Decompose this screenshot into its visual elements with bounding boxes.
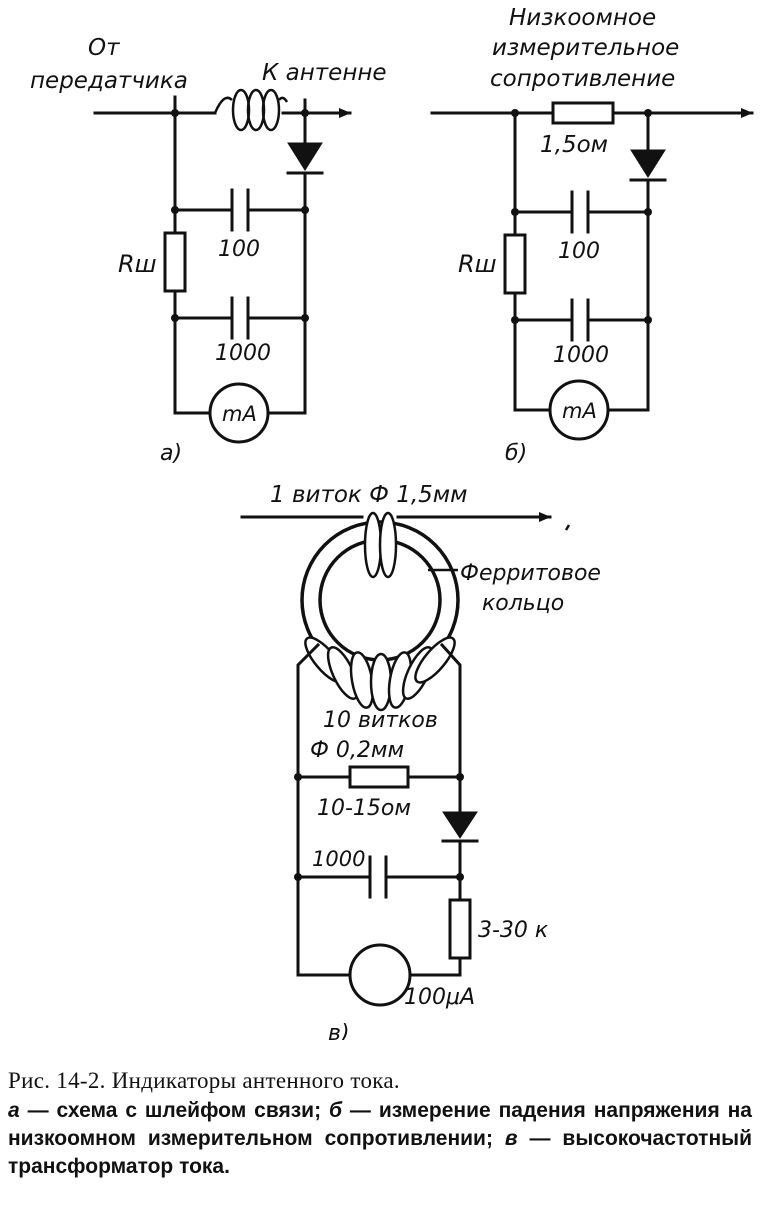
label-panel-a: а) — [160, 441, 182, 466]
shunt-resistor-b — [503, 233, 527, 295]
caption-desc-a: — схема с шлейфом связи; — [19, 1099, 329, 1122]
coupling-coil — [213, 88, 289, 132]
diagram-c: 1 виток Ф 1,5мм Ферритовое кольцо 10 вит… — [240, 482, 601, 1040]
circuit-diagrams: От передатчика К антенне Rш 100 1000 mA … — [30, 5, 754, 1040]
label-resistor-c: 10-15ом — [317, 796, 411, 821]
shunt-resistor-a — [163, 231, 187, 293]
label-primary-turn: 1 виток Ф 1,5мм — [270, 482, 468, 508]
milliammeter-b — [548, 379, 610, 441]
diagram-b: Низкоомное измерительное сопротивление 1… — [430, 5, 754, 466]
label-transmitter: передатчика — [30, 68, 188, 94]
label-cap2-a: 1000 — [215, 341, 271, 366]
microammeter-c — [348, 943, 412, 1007]
label-panel-c: в) — [328, 1021, 350, 1040]
label-to-antenna: К антенне — [262, 60, 387, 86]
label-resistor2-c: 3-30 к — [478, 918, 549, 943]
label-cap1-a: 100 — [218, 237, 260, 262]
label-shunt-a: Rш — [118, 250, 157, 278]
caption-description: а — схема с шлейфом связи; б — измерение… — [8, 1097, 752, 1181]
load-resistor-c — [348, 765, 410, 789]
diagram-a: От передатчика К антенне Rш 100 1000 mA … — [30, 35, 387, 466]
caption-letter-c: в — [504, 1127, 518, 1150]
label-panel-b: б) — [505, 441, 527, 466]
label-title-b-2: измерительное — [492, 35, 679, 61]
label-title-b-3: сопротивление — [490, 66, 675, 92]
measuring-resistor-b — [551, 101, 615, 125]
label-cap-c: 1000 — [312, 847, 365, 871]
label-winding-2: Ф 0,2мм — [310, 738, 404, 763]
label-meter-a: mA — [222, 402, 257, 426]
primary-turn — [363, 511, 398, 579]
label-ring-2: кольцо — [482, 591, 564, 616]
label-meter-b: mA — [562, 399, 597, 423]
right-lead-c — [439, 642, 462, 814]
label-title-b-1: Низкоомное — [509, 5, 656, 31]
left-rail-c — [296, 642, 352, 977]
label-shunt-b: Rш — [458, 250, 497, 278]
secondary-winding — [304, 636, 456, 712]
label-meter-c: 100μА — [404, 985, 475, 1010]
label-ring-1: Ферритовое — [460, 561, 601, 586]
label-cap1-b: 100 — [558, 239, 600, 264]
caption-letter-a: а — [8, 1099, 20, 1122]
figure-caption: Рис. 14-2. Индикаторы антенного тока. а … — [8, 1066, 752, 1181]
diode-b — [630, 149, 666, 178]
diode-a — [287, 142, 323, 171]
label-from: От — [88, 35, 120, 61]
caption-title: Рис. 14-2. Индикаторы антенного тока. — [8, 1068, 400, 1093]
label-cap2-b: 1000 — [553, 343, 609, 368]
caption-desc-b: — измерение падения напряжения на низкоо… — [8, 1099, 752, 1150]
label-resistor-b: 1,5ом — [540, 132, 608, 158]
caption-letter-b: б — [329, 1099, 343, 1122]
milliammeter-a — [208, 382, 270, 444]
series-resistor-c — [448, 898, 472, 960]
label-winding-1: 10 витков — [323, 708, 438, 733]
caption-desc-c: — высокочастотный трансформатор тока. — [8, 1127, 752, 1178]
diode-c — [442, 811, 478, 839]
